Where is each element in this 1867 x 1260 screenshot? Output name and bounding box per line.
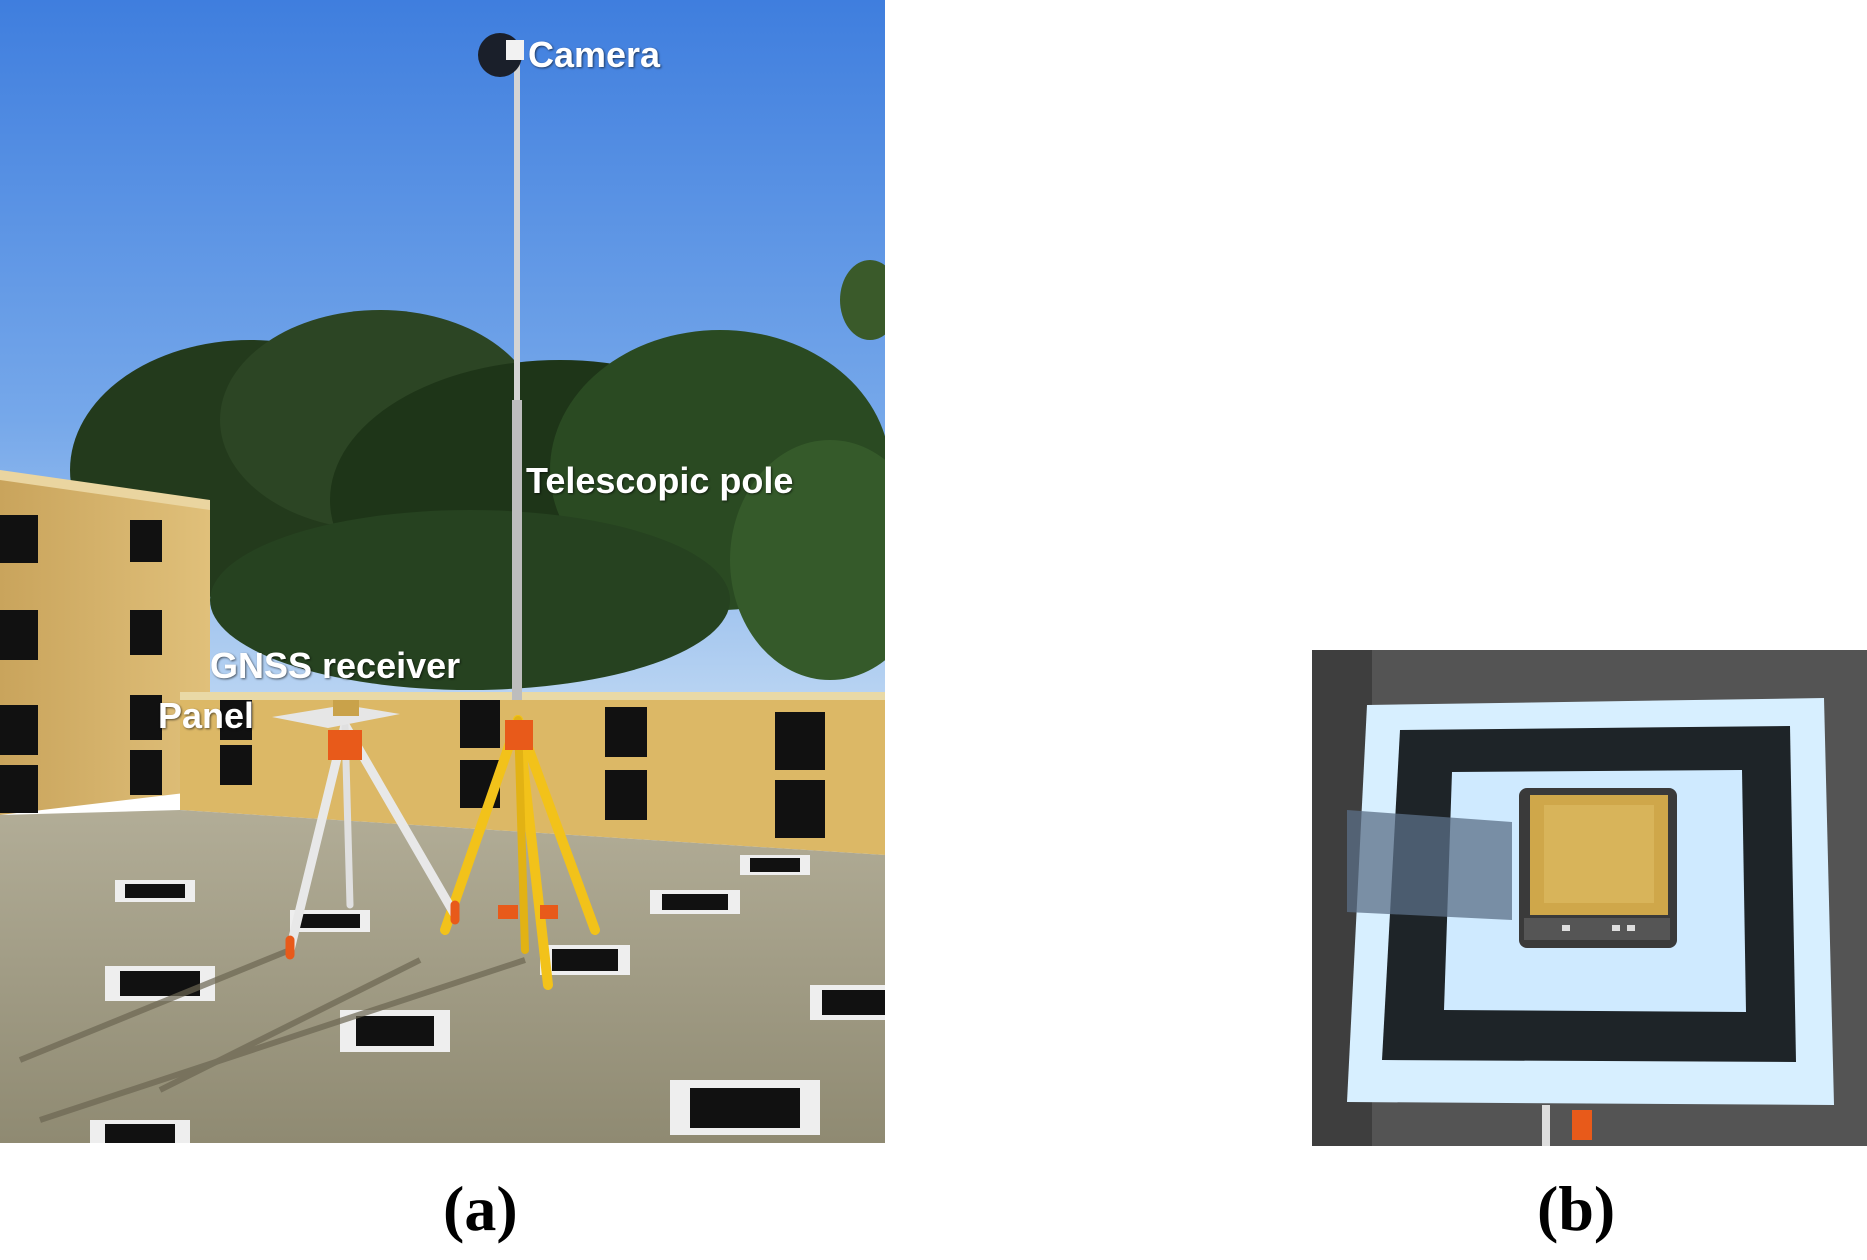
label-gnss-receiver: GNSS receiver	[210, 645, 461, 686]
photo-panel-a: Camera Telescopic pole GNSS receiver Pan…	[0, 0, 885, 1143]
trees	[70, 260, 885, 690]
label-panel: Panel	[158, 695, 255, 736]
photo-panel-b	[1312, 650, 1867, 1146]
target-closeup	[1312, 650, 1867, 1146]
label-camera: Camera	[528, 34, 661, 75]
field-photo	[0, 0, 885, 1143]
caption-a: (a)	[443, 1173, 518, 1244]
gnss-receiver-topview	[1519, 788, 1677, 948]
label-telescopic-pole: Telescopic pole	[526, 460, 794, 501]
white-tripod	[285, 720, 460, 960]
camera-device	[478, 33, 524, 77]
wall-targets	[0, 515, 825, 838]
caption-b: (b)	[1537, 1173, 1616, 1244]
gnss-receiver	[333, 700, 359, 716]
telescopic-pole	[514, 60, 520, 700]
ground-targets	[90, 855, 885, 1143]
yellow-tripod	[440, 715, 600, 990]
tripod-shadows	[18, 947, 526, 1123]
target-panel	[272, 705, 400, 728]
